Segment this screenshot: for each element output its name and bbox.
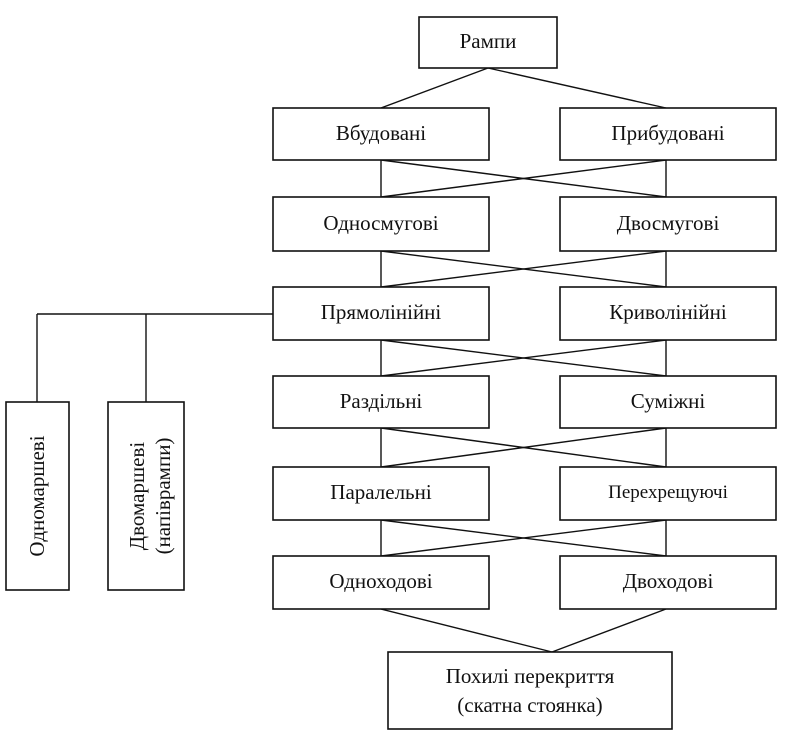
svg-text:(напіврампи): (напіврампи) [151, 438, 175, 555]
svg-text:Прямолінійні: Прямолінійні [321, 300, 442, 324]
node-separate: Раздільні [272, 375, 490, 429]
svg-text:Односмугові: Односмугові [323, 211, 438, 235]
node-double-flight: Двомаршеві (напіврампи) [107, 401, 185, 591]
node-adjacent: Суміжні [559, 375, 777, 429]
node-attached: Прибудовані [559, 107, 777, 161]
svg-text:Одноходові: Одноходові [329, 569, 432, 593]
node-single-lane: Односмугові [272, 196, 490, 252]
node-single-flight: Одномаршеві [5, 401, 70, 591]
svg-text:Двоходові: Двоходові [623, 569, 714, 593]
node-root: Рампи [418, 16, 558, 69]
svg-text:Двосмугові: Двосмугові [617, 211, 720, 235]
side-branch-connector [36, 313, 273, 402]
svg-text:(скатна стоянка): (скатна стоянка) [457, 693, 602, 717]
node-root-label: Рампи [460, 29, 517, 53]
svg-text:Одномаршеві: Одномаршеві [25, 435, 49, 556]
cross-connector-4-5 [380, 427, 667, 468]
node-double-lane: Двосмугові [559, 196, 777, 252]
svg-text:Перехрещуючі: Перехрещуючі [608, 482, 728, 503]
svg-text:Прибудовані: Прибудовані [611, 121, 724, 145]
cross-connector-3-4 [380, 339, 667, 377]
node-sloped-floors: Похилі перекриття (скатна стоянка) [387, 651, 673, 730]
svg-text:Похилі перекриття: Похилі перекриття [446, 664, 615, 688]
node-one-way: Одноходові [272, 555, 490, 610]
svg-text:Раздільні: Раздільні [340, 389, 423, 413]
node-two-way: Двоходові [559, 555, 777, 610]
node-straight: Прямолінійні [272, 286, 490, 341]
cross-connector-1-2 [380, 159, 667, 198]
node-parallel: Паралельні [272, 466, 490, 521]
svg-text:Вбудовані: Вбудовані [336, 121, 426, 145]
node-built-in: Вбудовані [272, 107, 490, 161]
connectors [36, 67, 667, 653]
svg-text:Паралельні: Паралельні [330, 480, 432, 504]
svg-text:Криволінійні: Криволінійні [609, 300, 727, 324]
svg-text:Двомаршеві: Двомаршеві [125, 442, 149, 551]
node-curved: Криволінійні [559, 286, 777, 341]
cross-connector-2-3 [380, 250, 667, 288]
cross-connector-5-6 [380, 519, 667, 557]
svg-text:Суміжні: Суміжні [631, 389, 706, 413]
node-crossing: Перехрещуючі [559, 466, 777, 521]
